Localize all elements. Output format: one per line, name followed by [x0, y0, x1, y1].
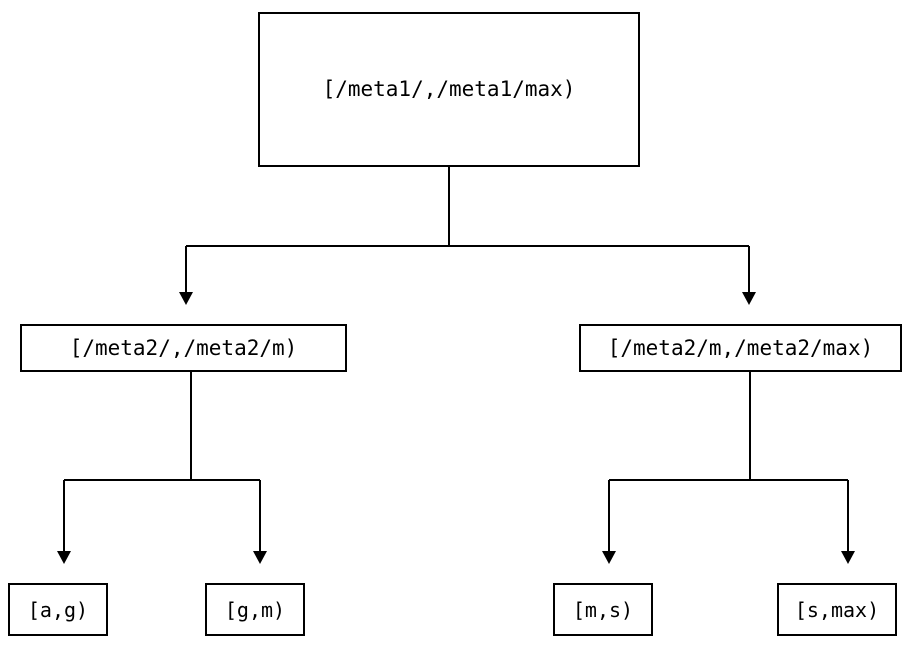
- arrowhead-leaf-4: [841, 551, 855, 564]
- node-leaf-2[interactable]: [g,m): [205, 583, 305, 636]
- arrowhead-leaf-1: [57, 551, 71, 564]
- node-leaf-3[interactable]: [m,s): [553, 583, 653, 636]
- node-leaf-4-label: [s,max): [794, 597, 880, 622]
- node-mid-left[interactable]: [/meta2/,/meta2/m): [20, 324, 347, 372]
- node-mid-right-label: [/meta2/m,/meta2/max): [607, 335, 874, 360]
- node-root[interactable]: [/meta1/,/meta1/max): [258, 12, 640, 167]
- arrowhead-leaf-2: [253, 551, 267, 564]
- arrowhead-leaf-3: [602, 551, 616, 564]
- node-leaf-1-label: [a,g): [27, 597, 89, 622]
- arrowhead-mid-left: [179, 292, 193, 305]
- node-leaf-3-label: [m,s): [572, 597, 634, 622]
- arrowhead-mid-right: [742, 292, 756, 305]
- node-leaf-1[interactable]: [a,g): [8, 583, 108, 636]
- node-leaf-2-label: [g,m): [224, 597, 286, 622]
- node-leaf-4[interactable]: [s,max): [777, 583, 897, 636]
- node-mid-right[interactable]: [/meta2/m,/meta2/max): [579, 324, 902, 372]
- node-root-label: [/meta1/,/meta1/max): [322, 77, 576, 101]
- node-mid-left-label: [/meta2/,/meta2/m): [69, 335, 298, 360]
